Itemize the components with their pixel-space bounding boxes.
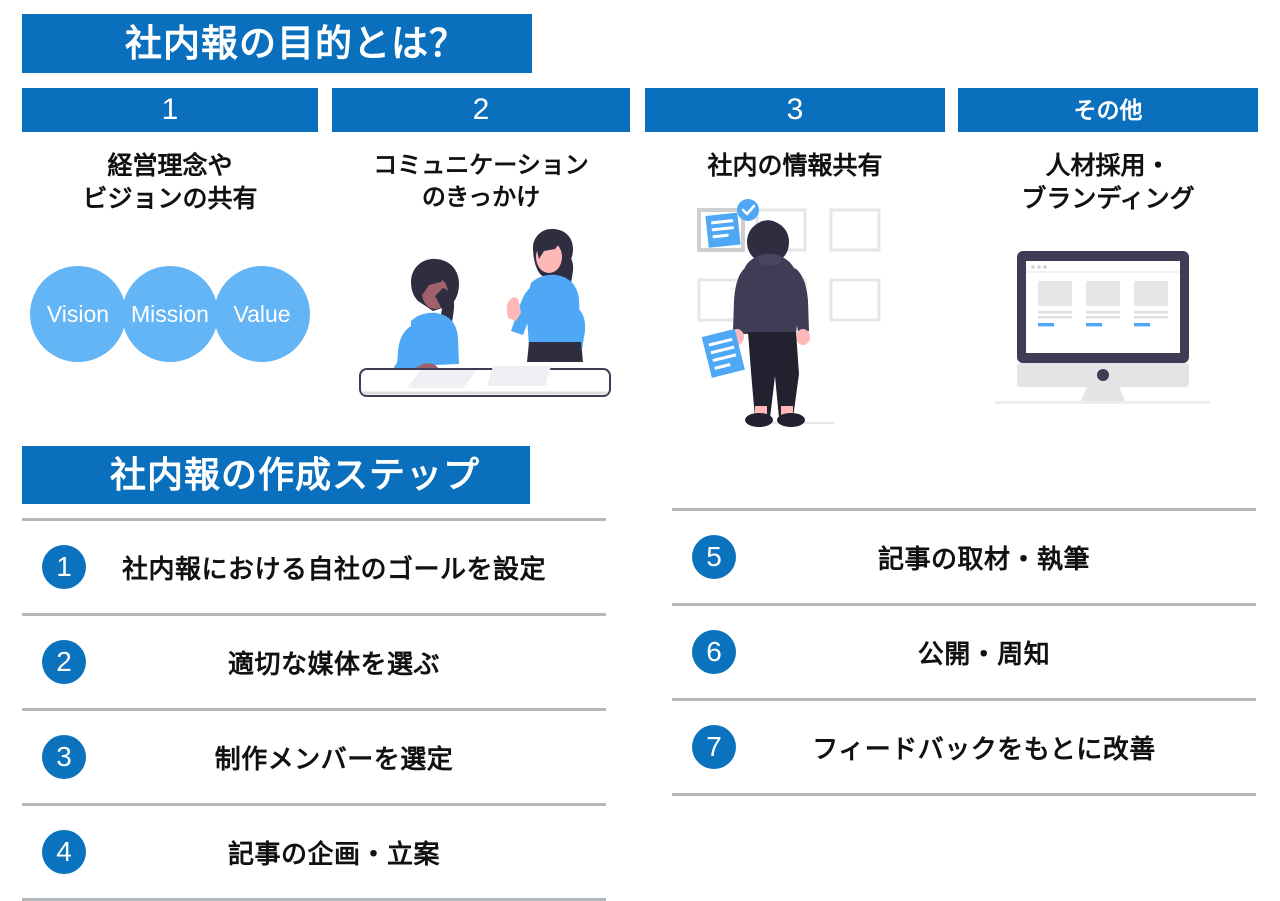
- value-bubble: Value: [214, 266, 310, 362]
- step-label: 公開・周知: [917, 638, 1051, 669]
- steps-left-column: 1 社内報における自社のゴールを設定 2 適切な媒体を選ぶ 3 制作メンバーを選…: [22, 518, 606, 901]
- purpose-column-label-3: 社内の情報共有: [707, 152, 883, 180]
- step-label: 適切な媒体を選ぶ: [227, 648, 440, 679]
- step-row[interactable]: 5 記事の取材・執筆: [672, 508, 1256, 603]
- step-label: フィードバックをもとに改善: [812, 733, 1156, 764]
- steps-right-column: 5 記事の取材・執筆 6 公開・周知 7 フィードバックをもとに改善: [672, 508, 1256, 796]
- step-number-badge: 6: [692, 630, 736, 674]
- purpose-column-badge-3: 3: [786, 93, 804, 126]
- step-label: 制作メンバーを選定: [214, 743, 454, 774]
- step-label: 社内報における自社のゴールを設定: [121, 553, 546, 584]
- person-with-checklist-boards-icon: [685, 198, 905, 433]
- step-number-badge: 4: [42, 830, 86, 874]
- purpose-column-header-1: 1: [22, 88, 318, 132]
- mission-bubble: Mission: [122, 266, 218, 362]
- vision-bubble: Vision: [30, 266, 126, 362]
- step-label: 記事の企画・立案: [227, 838, 440, 869]
- step-number-badge: 3: [42, 735, 86, 779]
- step-row[interactable]: 2 適切な媒体を選ぶ: [22, 613, 606, 708]
- steps-title-text: 社内報の作成ステップ: [109, 454, 480, 495]
- purpose-title-text: 社内報の目的とは？: [125, 23, 467, 64]
- step-number-badge: 5: [692, 535, 736, 579]
- purpose-title-bar: 社内報の目的とは？: [22, 14, 532, 73]
- step-row[interactable]: 1 社内報における自社のゴールを設定: [22, 518, 606, 613]
- purpose-column-label-1: 経営理念や ビジョンの共有: [82, 152, 258, 213]
- steps-title-bar: 社内報の作成ステップ: [22, 446, 530, 504]
- step-number-badge: 7: [692, 725, 736, 769]
- purpose-column-header-3: 3: [645, 88, 945, 132]
- vision-mission-value-icon: Vision Mission Value: [22, 266, 318, 366]
- purpose-column-label-2: コミュニケーション のきっかけ: [373, 152, 589, 211]
- step-row[interactable]: 3 制作メンバーを選定: [22, 708, 606, 803]
- purpose-column-badge-2: 2: [472, 93, 490, 126]
- two-people-at-table-icon: [355, 220, 615, 400]
- purpose-column-header-2: 2: [332, 88, 630, 132]
- step-label: 記事の取材・執筆: [877, 543, 1090, 574]
- purpose-column-label-4: 人材採用・ ブランディング: [1021, 152, 1195, 213]
- step-row[interactable]: 6 公開・周知: [672, 603, 1256, 698]
- step-row[interactable]: 7 フィードバックをもとに改善: [672, 698, 1256, 796]
- purpose-column-badge-4: その他: [1073, 96, 1143, 123]
- desktop-monitor-website-icon: [995, 245, 1210, 410]
- purpose-column-badge-1: 1: [161, 93, 179, 126]
- step-number-badge: 2: [42, 640, 86, 684]
- step-row[interactable]: 4 記事の企画・立案: [22, 803, 606, 901]
- purpose-column-header-4: その他: [958, 88, 1258, 132]
- step-number-badge: 1: [42, 545, 86, 589]
